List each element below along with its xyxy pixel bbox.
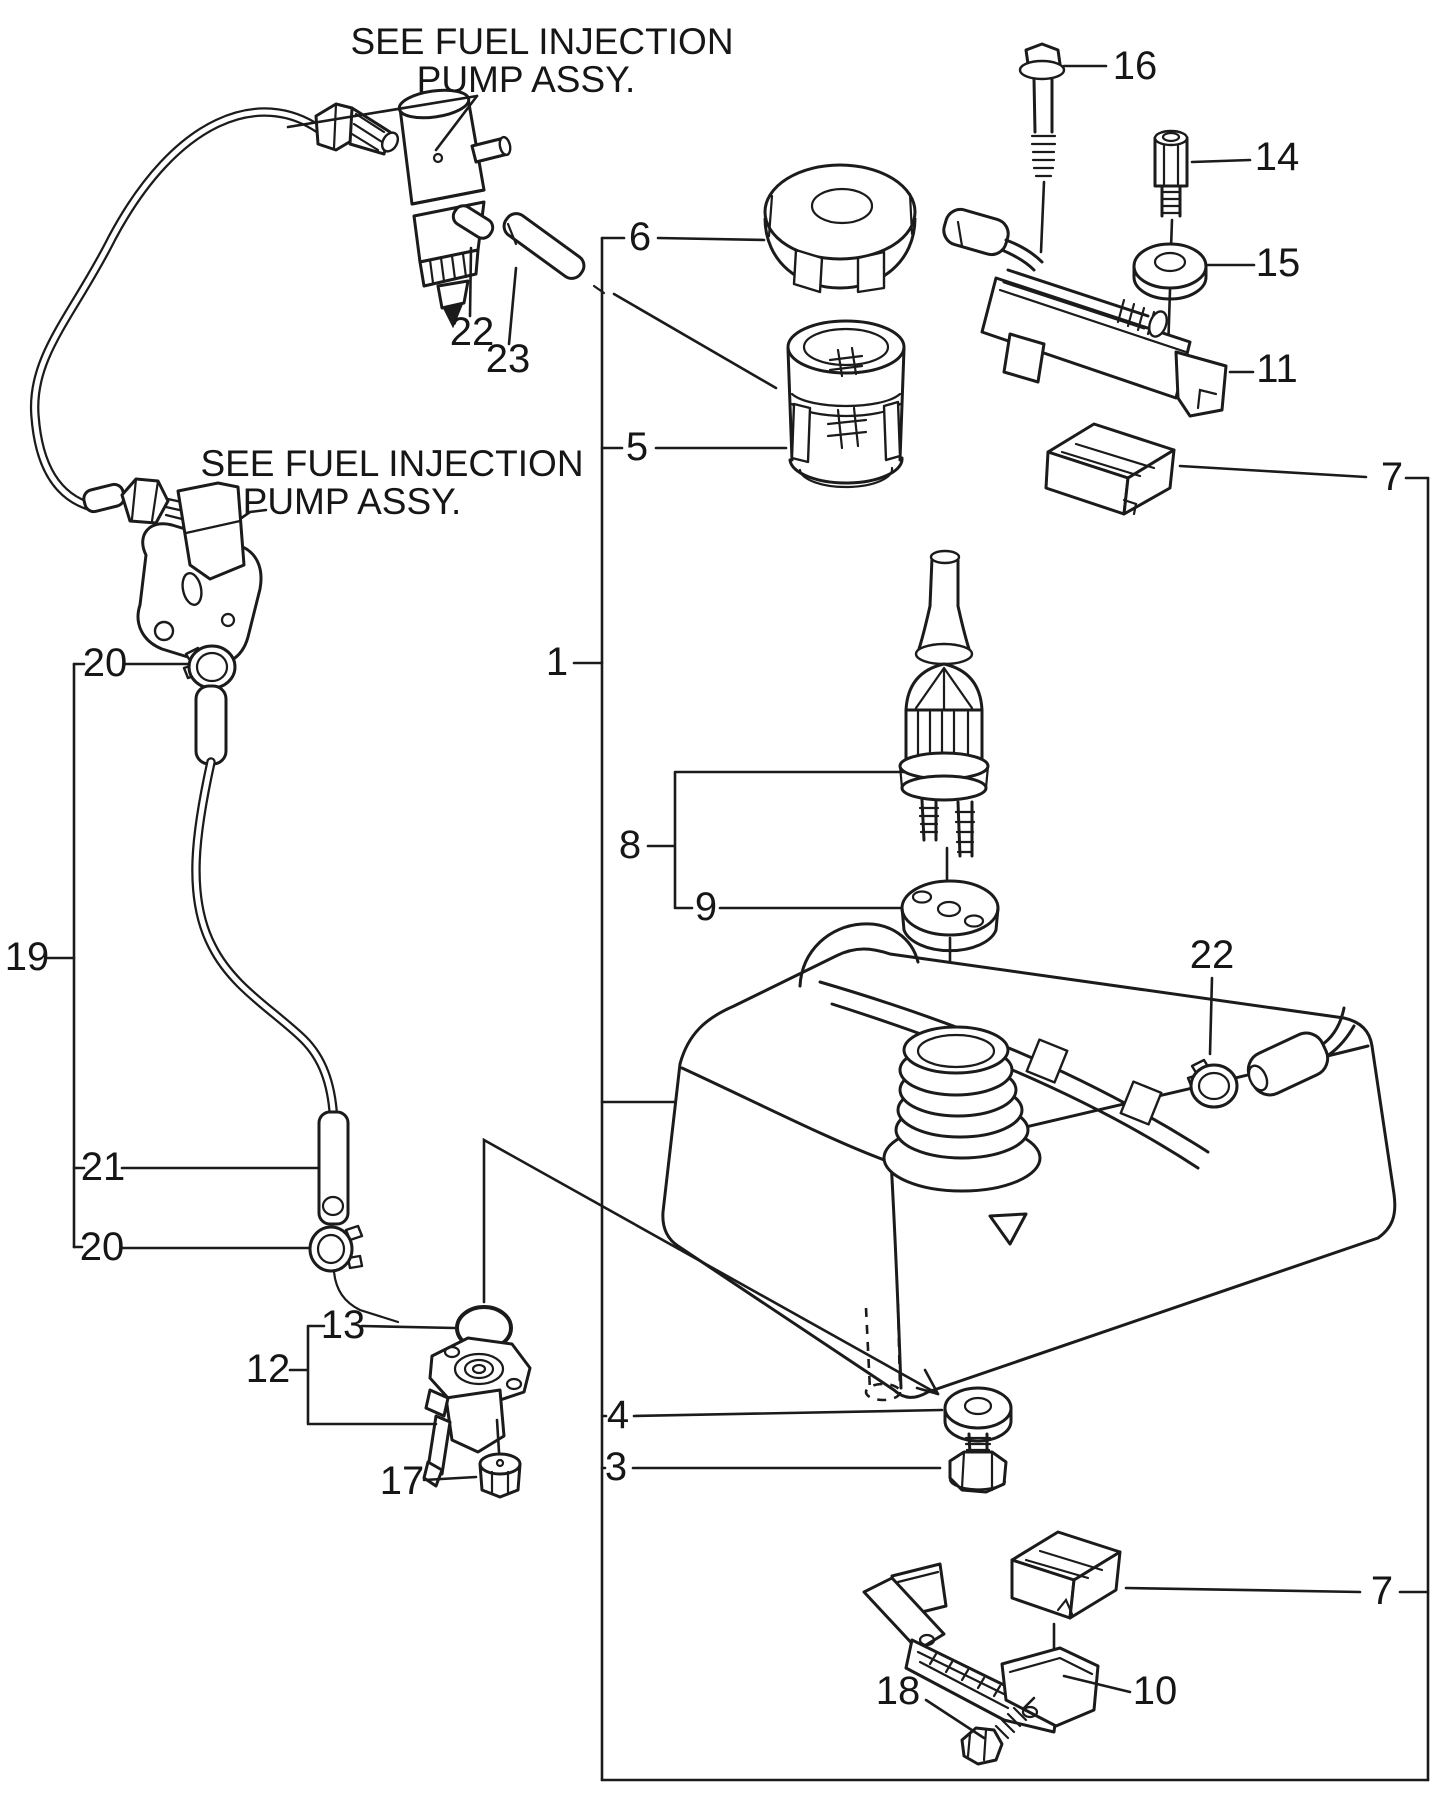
part-label-7-lower: 7 [1371,1569,1393,1613]
bolt-part-3 [948,1432,1008,1494]
bracket-19: 20 19 21 20 [5,641,319,1269]
main-callout-bracket: 6 5 1 4 3 7 7 [546,215,1430,1782]
outlet-arrow-leader [482,1137,940,1396]
part-label-5: 5 [626,425,648,469]
fuel-return-line [191,757,338,1115]
note-middle-line1: SEE FUEL INJECTION [200,443,583,484]
part-label-22-injector: 22 [450,310,495,354]
fuel-injector [397,88,512,329]
part-label-20-bottom: 20 [80,1225,125,1269]
washer-part-4 [943,1386,1013,1443]
part-label-16: 16 [1113,44,1158,88]
pipe-fitting-nut [314,102,400,156]
part-label-8: 8 [619,823,641,867]
hose-clamp-bottom [308,1224,400,1324]
part-label-15: 15 [1256,241,1301,285]
part-label-18: 18 [876,1669,921,1713]
injector-part-labels: 22 23 [450,310,531,381]
nut-part-17 [478,1418,522,1499]
cushion-7-lower [1010,1530,1122,1660]
part-label-22-tank: 22 [1190,933,1235,977]
note-top-line1: SEE FUEL INJECTION [350,21,733,62]
note-middle: SEE FUEL INJECTION PUMP ASSY. [200,443,584,528]
part-label-11: 11 [1256,347,1298,391]
fuel-hose-segment [194,684,228,766]
pipe-part-23 [502,212,606,346]
pipe-part-21 [317,1110,350,1226]
fuel-cock [422,1336,532,1488]
pipe-bracket-11: 11 [942,207,1298,418]
note-top: SEE FUEL INJECTION PUMP ASSY. [286,21,734,152]
fuel-tank: 22 [661,922,1397,1402]
hose-clamp-top [182,644,237,690]
part-label-12: 12 [246,1347,291,1391]
part-label-13: 13 [321,1303,366,1347]
part-label-9: 9 [695,885,717,929]
note-top-line2: PUMP ASSY. [417,59,636,100]
part-label-7-upper: 7 [1381,455,1403,499]
filter-plate-9 [900,879,1000,1018]
pin-part-22 [451,204,495,318]
note-middle-line2: PUMP ASSY. [243,481,462,522]
part-label-14: 14 [1255,135,1300,179]
part-label-6: 6 [629,215,651,259]
fuel-cap [763,163,917,294]
part-label-17: 17 [380,1459,425,1503]
fuel-strainer [786,319,906,489]
bolt-part-16: 16 [1018,42,1158,254]
part-label-19: 19 [5,935,50,979]
part-label-3: 3 [605,1445,627,1489]
bolt-part-18: 18 [876,1669,1036,1766]
injection-pipe [29,107,325,512]
part-label-20-top: 20 [83,641,128,685]
cushion-7-upper [1044,422,1176,516]
bracket-12: 13 12 17 [246,1303,478,1503]
part-label-4: 4 [607,1393,629,1437]
part-label-1: 1 [546,640,568,684]
part-label-10: 10 [1133,1669,1178,1713]
part-label-23: 23 [486,337,531,381]
fuel-pump-assembly [82,477,263,685]
part-label-21: 21 [81,1145,126,1189]
bracket-8-9: 8 9 [619,770,907,929]
washer-part-15: 15 [1132,241,1301,354]
stud-part-14: 14 [1153,129,1300,250]
fuel-filter [898,549,990,900]
